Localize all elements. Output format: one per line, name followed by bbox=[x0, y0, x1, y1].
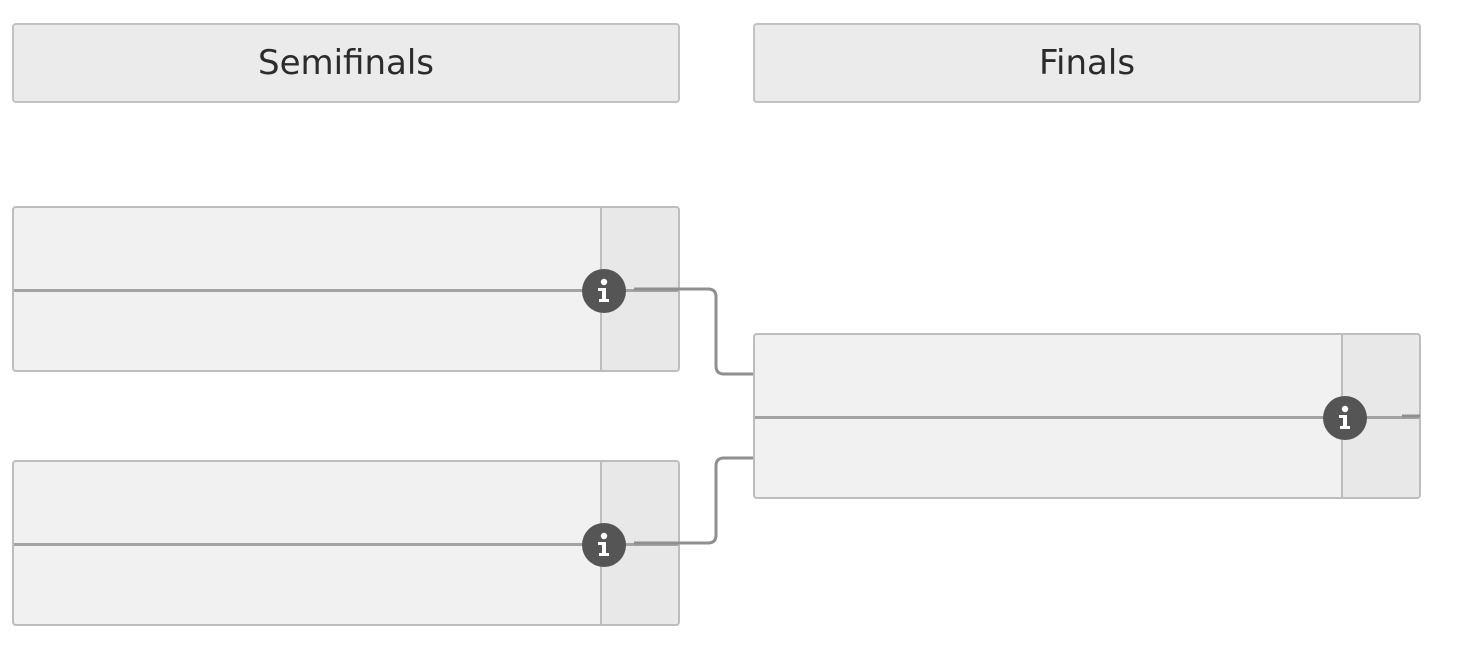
round-title: Semifinals bbox=[257, 43, 435, 83]
match-divider bbox=[755, 416, 1419, 419]
match-semifinal-2[interactable] bbox=[12, 460, 680, 626]
team-slot-top[interactable] bbox=[755, 335, 1343, 416]
team-slot-bottom[interactable] bbox=[755, 418, 1343, 499]
match-final[interactable] bbox=[753, 333, 1421, 499]
match-divider bbox=[14, 543, 678, 546]
team-slot-bottom[interactable] bbox=[14, 545, 602, 626]
team-slot-top[interactable] bbox=[14, 208, 602, 289]
info-icon[interactable] bbox=[582, 523, 626, 567]
round-header-semifinals: Semifinals bbox=[12, 23, 680, 103]
info-icon[interactable] bbox=[582, 269, 626, 313]
round-header-finals: Finals bbox=[753, 23, 1421, 103]
match-semifinal-1[interactable] bbox=[12, 206, 680, 372]
team-slot-bottom[interactable] bbox=[14, 291, 602, 372]
round-title: Finals bbox=[1038, 43, 1136, 83]
match-divider bbox=[14, 289, 678, 292]
info-icon[interactable] bbox=[1323, 396, 1367, 440]
team-slot-top[interactable] bbox=[14, 462, 602, 543]
